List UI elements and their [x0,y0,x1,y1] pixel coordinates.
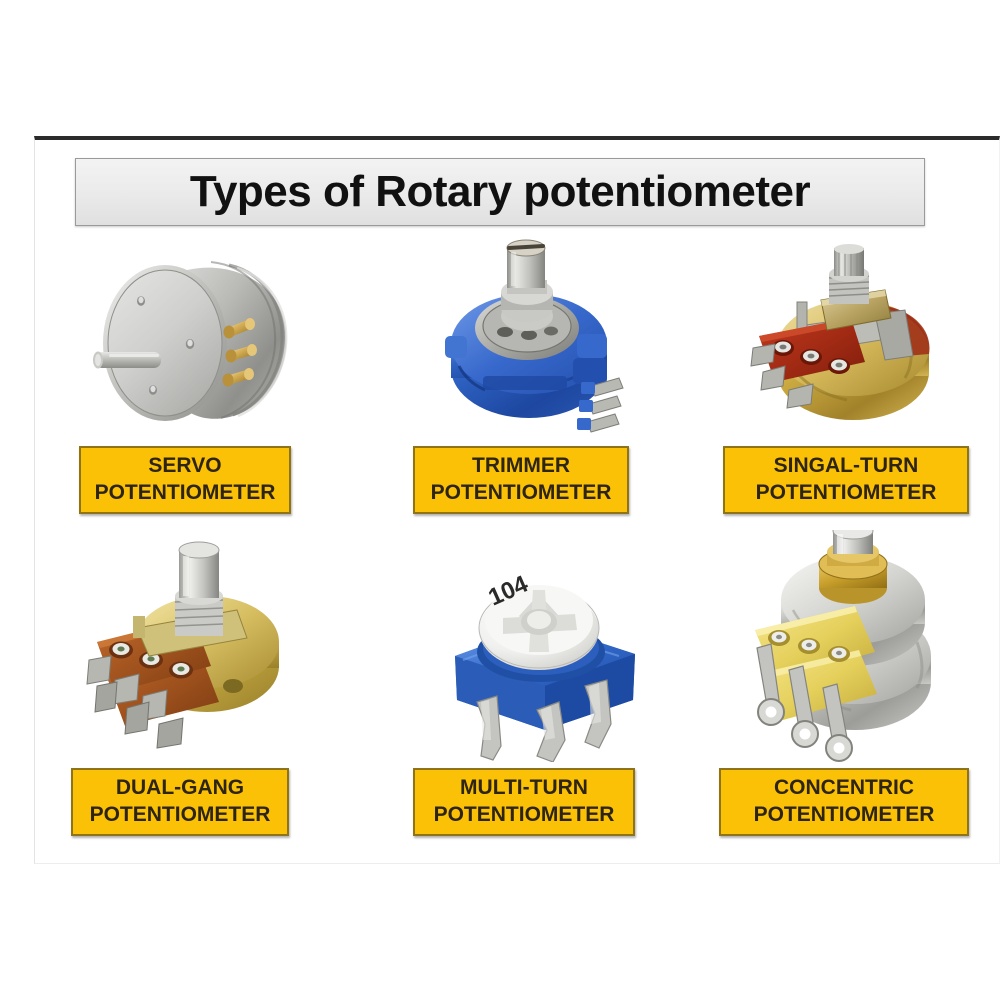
caption-singal-turn: SINGAL-TURN POTENTIOMETER [723,446,969,514]
caption-multi-turn-line2: POTENTIOMETER [433,803,615,826]
item-servo [79,248,309,438]
caption-dual-gang: DUAL-GANG POTENTIOMETER [71,768,289,836]
multi-turn-potentiometer-photo: 104 [455,570,635,762]
item-concentric [731,530,967,762]
caption-concentric-line2: POTENTIOMETER [753,803,935,826]
caption-dual-gang-line2: POTENTIOMETER [89,803,271,826]
item-multi-turn: 104 [433,534,657,762]
dual-gang-potentiometer-photo [86,541,279,749]
trimmer-potentiometer-photo [445,239,624,433]
caption-dual-gang-line1: DUAL-GANG [115,776,245,800]
caption-singal-turn-line2: POTENTIOMETER [755,481,937,504]
page-title: Types of Rotary potentiometer [189,167,811,216]
servo-potentiometer-photo [93,261,288,421]
slide-frame: Types of Rotary potentiometer [34,136,1000,864]
caption-trimmer-line2: POTENTIOMETER [430,481,612,504]
item-singal-turn [729,244,959,438]
caption-concentric: CONCENTRIC POTENTIOMETER [719,768,969,836]
caption-servo-line2: POTENTIOMETER [94,481,276,504]
item-dual-gang [71,538,307,760]
concentric-potentiometer-photo [755,530,931,762]
title-plate: Types of Rotary potentiometer [75,158,925,226]
caption-trimmer: TRIMMER POTENTIOMETER [413,446,629,514]
caption-multi-turn-line1: MULTI-TURN [460,776,588,800]
caption-multi-turn: MULTI-TURN POTENTIOMETER [413,768,635,836]
caption-singal-turn-line1: SINGAL-TURN [773,454,919,478]
caption-concentric-line1: CONCENTRIC [774,776,914,800]
caption-trimmer-line1: TRIMMER [472,454,570,478]
caption-servo: SERVO POTENTIOMETER [79,446,291,514]
caption-servo-line1: SERVO [148,454,222,478]
singal-turn-potentiometer-photo [750,244,930,420]
item-trimmer [423,236,643,438]
